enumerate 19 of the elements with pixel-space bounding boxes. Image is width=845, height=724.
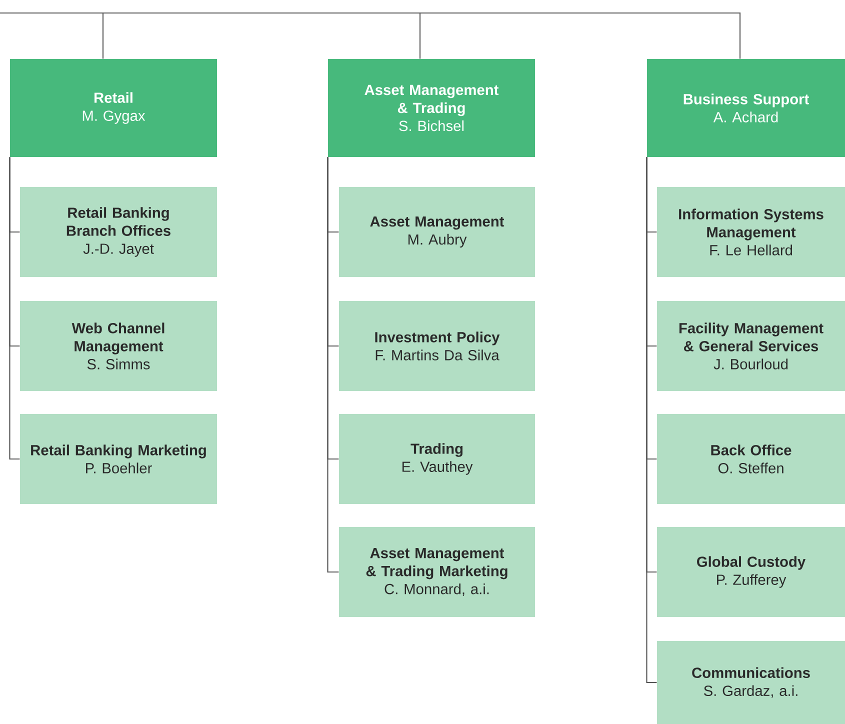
- connector-line: [327, 157, 339, 573]
- unit-box: Trading E. Vauthey: [339, 414, 535, 504]
- unit-box: Investment Policy F. Martins Da Silva: [339, 301, 535, 391]
- unit-box: Global Custody P. Zufferey: [657, 527, 845, 617]
- unit-box: Communications S. Gardaz, a.i.: [657, 641, 845, 724]
- unit-box: Retail Banking Marketing P. Boehler: [20, 414, 217, 504]
- department-box: Retail M. Gygax: [10, 59, 217, 157]
- connector-line: [646, 157, 657, 684]
- unit-box: Web Channel Management S. Simms: [20, 301, 217, 391]
- unit-box: Retail Banking Branch Offices J.-D. Jayet: [20, 187, 217, 277]
- department-box: Asset Management & Trading S. Bichsel: [328, 59, 535, 157]
- department-box: Business Support A. Achard: [647, 59, 845, 157]
- connector-line: [9, 157, 20, 460]
- unit-box: Asset Management M. Aubry: [339, 187, 535, 277]
- unit-box: Facility Management & General Services J. Bourloud: [657, 301, 845, 391]
- unit-box: Back Office O. Steffen: [657, 414, 845, 504]
- unit-box: Asset Management & Trading Marketing C. Monnard, a.i.: [339, 527, 535, 617]
- connector-line: [0, 12, 741, 59]
- unit-box: Information Systems Management F. Le Hellard: [657, 187, 845, 277]
